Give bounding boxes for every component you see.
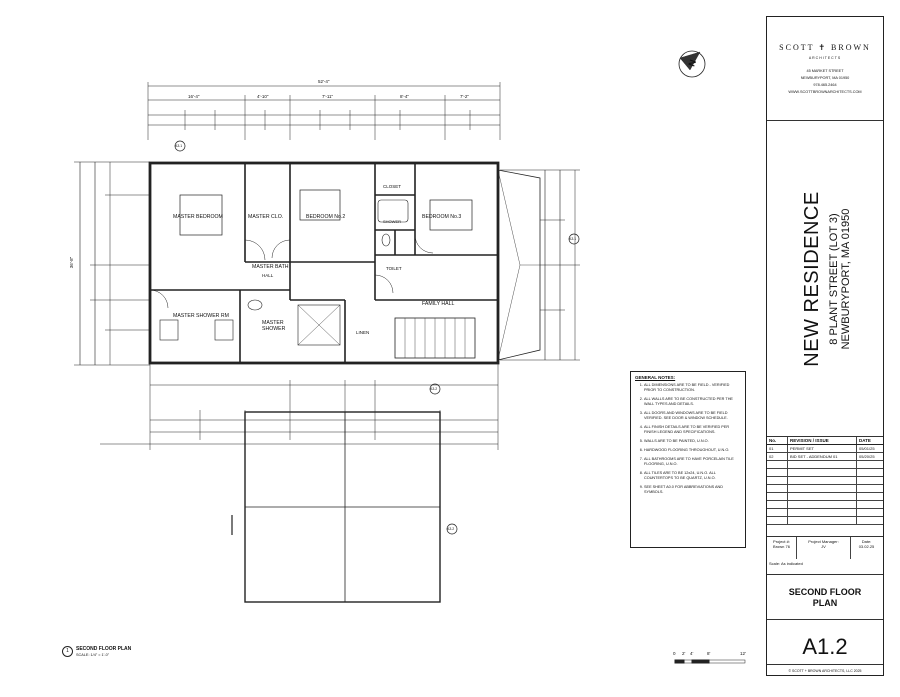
room-master-bedroom: MASTER BEDROOM	[173, 214, 223, 220]
section-tag-bottom: A3.2	[430, 387, 438, 391]
project-info: NEW RESIDENCE 8 PLANT STREET (LOT 3) NEW…	[767, 121, 883, 437]
meta-date-label: Date:	[861, 539, 872, 544]
project-city: NEWBURYPORT, MA 01950	[839, 208, 852, 350]
room-toilet: TOILET	[386, 266, 402, 271]
rev-date: 05/01/25	[856, 444, 883, 453]
room-master-bath: MASTER BATH	[252, 264, 289, 270]
note-item: SEE SHEET A0.0 FOR ABBREVIATIONS AND SYM…	[644, 485, 741, 495]
scale-bar-label: 2'	[682, 651, 686, 656]
note-item: ALL FINISH DETAILS ARE TO BE VERIFIED PE…	[644, 425, 741, 435]
rev-header-date: DATE	[856, 437, 883, 445]
firm-info: SCOTT ✝ BROWN ARCHITECTS 45 MARKET STREE…	[767, 17, 883, 121]
table-row	[767, 500, 883, 509]
table-row	[767, 476, 883, 485]
rev-desc: BID SET - ADDENDUM 01	[787, 452, 857, 461]
table-row	[767, 516, 883, 525]
rev-no: 01	[767, 444, 788, 453]
scale-bar-label: 0	[673, 651, 676, 656]
meta-project-label: Project #:	[773, 539, 790, 544]
project-street: 8 PLANT STREET (LOT 3)	[827, 213, 840, 345]
meta-manager-value: JV	[821, 544, 826, 549]
dim-top-5: 7'-2"	[460, 94, 469, 99]
room-closet: CLOSET	[383, 184, 402, 189]
dim-top-3: 7'-11"	[322, 94, 334, 99]
note-item: ALL WALLS ARE TO BE CONSTRUCTED PER THE …	[644, 397, 741, 407]
project-meta: Project #: Brown 76 Project Manager: JV …	[767, 537, 883, 575]
note-item: HARDWOOD FLOORING THROUGHOUT, U.N.O.	[644, 448, 741, 453]
sheet-number: A1.2	[802, 634, 848, 659]
table-row	[767, 484, 883, 493]
revision-table: No. REVISION / ISSUE DATE 01 PERMIT SET …	[767, 437, 883, 537]
room-hall: HALL	[262, 273, 274, 278]
sheet-number-block: A1.2	[767, 620, 883, 665]
dim-top-2: 4'-10"	[257, 94, 269, 99]
room-bedroom-3: BEDROOM No.3	[422, 214, 462, 220]
dim-overall: 52'-4"	[318, 79, 330, 84]
sheet-title-line-2: PLAN	[812, 598, 838, 608]
table-row	[767, 460, 883, 469]
meta-manager-label: Project Manager:	[808, 539, 839, 544]
table-row	[767, 508, 883, 517]
dim-left-overall: 36'-8"	[69, 256, 75, 269]
note-item: ALL TILES ARE TO BE 12x24, U.N.O. ALL CO…	[644, 471, 741, 481]
section-tag-right: A3.1	[569, 237, 577, 241]
table-row: 01 PERMIT SET 05/01/25	[767, 444, 883, 453]
sheet-title-line-1: SECOND FLOOR	[788, 587, 862, 597]
firm-address-2: NEWBURYPORT, MA 01950	[800, 76, 850, 80]
sheet-title: SECOND FLOOR PLAN	[767, 575, 883, 620]
general-notes: GENERAL NOTES: ALL DIMENSIONS ARE TO BE …	[630, 371, 746, 548]
note-item: ALL DOORS AND WINDOWS ARE TO BE FIELD VE…	[644, 411, 741, 421]
dim-top-1: 16'-4"	[188, 94, 200, 99]
rev-header-issue: REVISION / ISSUE	[787, 437, 857, 445]
meta-project-value: Brown 76	[773, 544, 790, 549]
room-shower: SHOWER	[383, 219, 401, 224]
notes-heading: GENERAL NOTES:	[635, 375, 676, 380]
firm-subtitle: ARCHITECTS	[808, 56, 842, 60]
section-tag-left: A3.2	[447, 527, 455, 531]
firm-website: WWW.SCOTTBROWNARCHITECTS.COM	[788, 90, 862, 94]
rev-date: 05/20/25	[856, 452, 883, 461]
plan-number: 1	[62, 646, 73, 657]
table-row	[767, 468, 883, 477]
note-item: WALLS ARE TO BE PAINTED, U.N.O.	[644, 439, 741, 444]
room-master-shower: MASTER SHOWER	[262, 320, 286, 332]
rev-no: 02	[767, 452, 788, 461]
scale-bar-label: 8'	[707, 651, 711, 656]
title-block: SCOTT ✝ BROWN ARCHITECTS 45 MARKET STREE…	[766, 16, 884, 676]
room-linen: LINEN	[356, 330, 370, 335]
firm-name: SCOTT ✝ BROWN	[779, 43, 871, 52]
table-row	[767, 492, 883, 501]
table-row: 02 BID SET - ADDENDUM 01 05/20/25	[767, 452, 883, 461]
meta-scale-label: Scale:	[769, 561, 781, 566]
scale-bar-label: 4'	[690, 651, 694, 656]
note-item: ALL BATHROOMS ARE TO HAVE PORCELAIN TILE…	[644, 457, 741, 467]
meta-date-value: 03.02.25	[858, 544, 875, 549]
firm-address-1: 45 MARKET STREET	[806, 69, 844, 73]
firm-phone: 978.465.2464	[813, 83, 837, 87]
notes-list: ALL DIMENSIONS ARE TO BE FIELD - VERIFIE…	[635, 383, 741, 495]
room-master-shower-rm: MASTER SHOWER RM	[173, 313, 229, 319]
project-name: NEW RESIDENCE	[800, 191, 823, 367]
dim-top-4: 8'-4"	[400, 94, 409, 99]
rev-header-no: No.	[767, 437, 788, 445]
room-bedroom-2: BEDROOM No.2	[306, 214, 346, 220]
room-family-hall: FAMILY HALL	[422, 301, 455, 307]
room-master-closet: MASTER CLO.	[248, 214, 284, 220]
rev-desc: PERMIT SET	[787, 444, 857, 453]
plan-title: SECOND FLOOR PLAN	[76, 646, 132, 652]
floor-plan-drawing	[74, 50, 746, 664]
scale-bar-label: 12'	[740, 651, 746, 656]
section-tag-top: A3.1	[175, 144, 183, 148]
copyright: © SCOTT + BROWN ARCHITECTS, LLC 2025	[788, 669, 862, 673]
note-item: ALL DIMENSIONS ARE TO BE FIELD - VERIFIE…	[644, 383, 741, 393]
plan-scale: SCALE: 1/4" = 1'-0"	[76, 653, 110, 657]
meta-scale-value: As indicated	[781, 561, 803, 566]
